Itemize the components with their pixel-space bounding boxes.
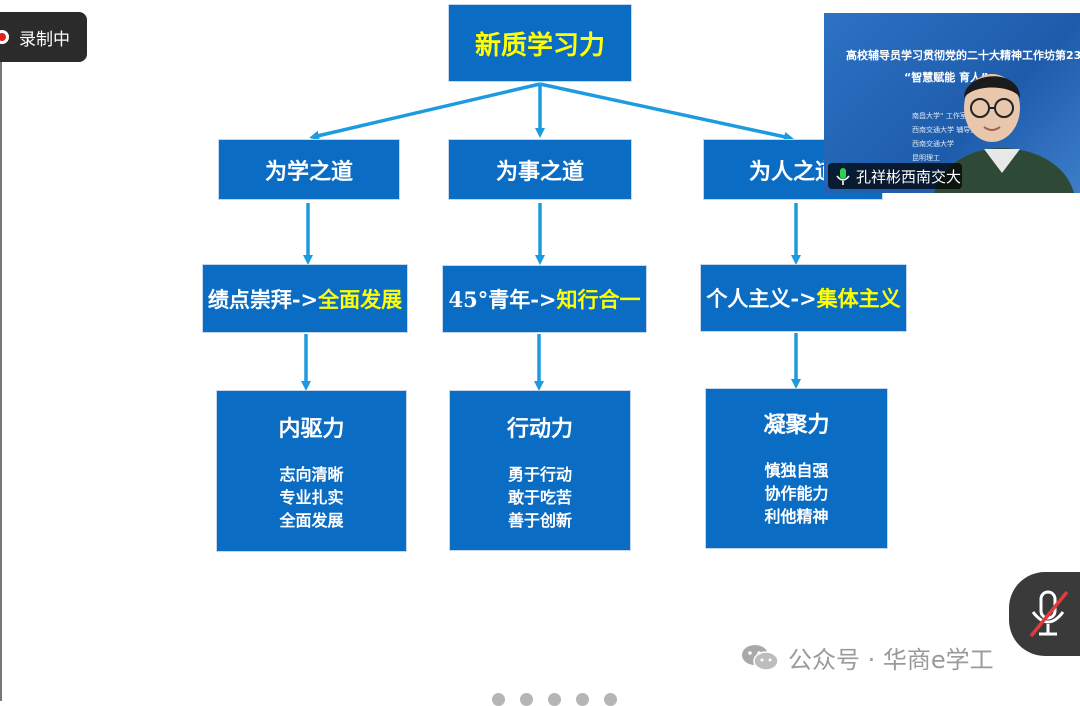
slide-subtitle-text: “智慧赋能 育人” [904, 71, 989, 84]
drive-power-line: 志向清晰 [279, 465, 344, 484]
page-indicator[interactable] [492, 693, 617, 706]
page-dot[interactable] [492, 693, 505, 706]
slide-line: 昆明理工 [912, 154, 940, 162]
node-person-way-label: 为人之道 [748, 158, 837, 185]
page-dot[interactable] [604, 693, 617, 706]
left-window-edge [0, 62, 2, 701]
root-label: 新质学习力 [474, 30, 605, 61]
transform-2-from: 45°青年-> [448, 287, 557, 312]
cohesion-power-line: 慎独自强 [764, 461, 829, 480]
node-action-power: 行动力 勇于行动 敢于吃苦 善于创新 [449, 390, 631, 551]
node-transform-2: 45°青年->知行合一 [442, 265, 647, 333]
root-node: 新质学习力 [448, 4, 632, 82]
drive-power-title: 内驱力 [278, 416, 345, 442]
node-transform-3: 个人主义->集体主义 [700, 264, 907, 332]
node-study-way: 为学之道 [218, 139, 400, 200]
action-power-line: 勇于行动 [507, 465, 572, 484]
action-power-title: 行动力 [506, 416, 573, 442]
wechat-icon [742, 644, 779, 671]
cohesion-power-title: 凝聚力 [763, 412, 830, 438]
mic-muted-icon [1029, 590, 1069, 638]
page-dot[interactable] [576, 693, 589, 706]
cohesion-power-line: 利他精神 [764, 507, 829, 526]
slide-line: 西南交通大学 [912, 140, 954, 148]
transform-3-to: 集体主义 [816, 286, 901, 311]
slide-title-text: 高校辅导员学习贯彻党的二十大精神工作坊第23期 [846, 49, 1080, 62]
arrow-root-left [309, 82, 541, 141]
page-dot[interactable] [548, 693, 561, 706]
watermark: 公众号 · 华商e学工 [740, 640, 994, 675]
participant-video-tile[interactable]: 高校辅导员学习贯彻党的二十大精神工作坊第23期 “智慧赋能 育人” 南昌大学“ … [824, 13, 1080, 193]
mic-icon [836, 168, 850, 185]
transform-1-to: 全面发展 [318, 286, 403, 312]
node-study-way-label: 为学之道 [264, 158, 353, 185]
participant-name-tag: 孔祥彬西南交大 [828, 163, 962, 189]
recording-indicator[interactable]: 录制中 [0, 12, 87, 62]
presenter-figure [934, 74, 1074, 193]
recording-label: 录制中 [19, 29, 70, 50]
arrow-root-right [539, 82, 794, 142]
slide-line: 西南交通大学 辅导员工作室 [912, 126, 999, 134]
node-drive-power: 内驱力 志向清晰 专业扎实 全面发展 [216, 390, 407, 552]
drive-power-line: 全面发展 [279, 511, 344, 530]
node-cohesion-power: 凝聚力 慎独自强 协作能力 利他精神 [705, 388, 888, 549]
node-work-way-label: 为事之道 [495, 158, 584, 185]
participant-name: 孔祥彬西南交大 [856, 167, 962, 186]
transform-3-from: 个人主义-> [706, 286, 817, 311]
slide-line: 南昌大学“ 工作室 [912, 112, 967, 120]
transform-1-from: 绩点崇拜-> [207, 286, 319, 312]
mute-toggle-button[interactable] [1009, 572, 1080, 656]
record-dot-icon [0, 30, 9, 44]
slide-lines: 南昌大学“ 工作室 西南交通大学 辅导员工作室 西南交通大学 昆明理工 [912, 109, 998, 165]
watermark-text: 公众号 · 华商e学工 [788, 646, 994, 674]
drive-power-line: 专业扎实 [279, 488, 344, 507]
action-power-line: 敢于吃苦 [507, 488, 572, 507]
cohesion-power-line: 协作能力 [764, 484, 829, 503]
node-work-way: 为事之道 [448, 139, 632, 200]
page-dot[interactable] [520, 693, 533, 706]
transform-2-to: 知行合一 [556, 287, 641, 312]
node-transform-1: 绩点崇拜->全面发展 [202, 264, 408, 333]
action-power-line: 善于创新 [507, 511, 572, 530]
